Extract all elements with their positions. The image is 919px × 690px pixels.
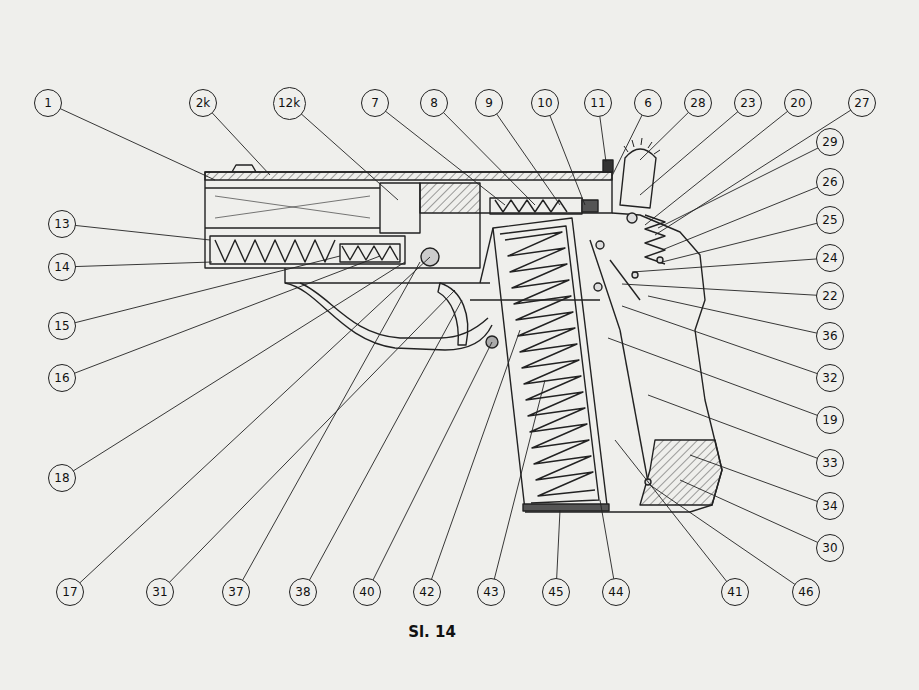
callout-number: 6	[644, 97, 652, 109]
callout-number: 33	[822, 457, 837, 469]
callout-circle: 26	[816, 168, 844, 196]
callout-number: 26	[822, 176, 837, 188]
callout-number: 18	[54, 472, 69, 484]
callout-number: 37	[228, 586, 243, 598]
callout-circle: 25	[816, 206, 844, 234]
callout-circle: 8	[420, 89, 448, 117]
callout-circle: 1	[34, 89, 62, 117]
callout-number: 13	[54, 218, 69, 230]
callout-number: 36	[822, 330, 837, 342]
callout-number: 19	[822, 414, 837, 426]
callout-number: 29	[822, 136, 837, 148]
callout-number: 12k	[278, 97, 300, 109]
callout-circle: 33	[816, 449, 844, 477]
callout-number: 10	[537, 97, 552, 109]
callout-circle: 41	[721, 578, 749, 606]
callout-circle: 27	[848, 89, 876, 117]
callout-number: 44	[608, 586, 623, 598]
callout-number: 24	[822, 252, 837, 264]
callout-circle: 24	[816, 244, 844, 272]
callout-number: 46	[798, 586, 813, 598]
callout-number: 32	[822, 372, 837, 384]
callout-number: 17	[62, 586, 77, 598]
callout-circle: 7	[361, 89, 389, 117]
callout-circle: 43	[477, 578, 505, 606]
callout-number: 31	[152, 586, 167, 598]
callout-circle: 10	[531, 89, 559, 117]
callout-circle: 37	[222, 578, 250, 606]
figure-caption: Sl. 14	[408, 623, 456, 641]
callout-number: 16	[54, 372, 69, 384]
callout-circle: 6	[634, 89, 662, 117]
callout-circle: 34	[816, 492, 844, 520]
callout-circle: 18	[48, 464, 76, 492]
callout-circle: 30	[816, 534, 844, 562]
callout-circle: 16	[48, 364, 76, 392]
callout-number: 11	[590, 97, 605, 109]
callout-number: 28	[690, 97, 705, 109]
callout-number: 30	[822, 542, 837, 554]
callout-number: 15	[54, 320, 69, 332]
callout-circle: 13	[48, 210, 76, 238]
callout-circle: 31	[146, 578, 174, 606]
callout-number: 38	[295, 586, 310, 598]
callout-circle: 46	[792, 578, 820, 606]
callout-number: 42	[419, 586, 434, 598]
callout-number: 41	[727, 586, 742, 598]
callout-circle: 44	[602, 578, 630, 606]
callout-number: 20	[790, 97, 805, 109]
callout-number: 27	[854, 97, 869, 109]
callout-number: 40	[359, 586, 374, 598]
callout-circle: 29	[816, 128, 844, 156]
callout-number: 23	[740, 97, 755, 109]
callout-number: 7	[371, 97, 379, 109]
callout-circle: 2k	[189, 89, 217, 117]
callout-number: 45	[548, 586, 563, 598]
callout-circle: 23	[734, 89, 762, 117]
callout-number: 25	[822, 214, 837, 226]
callout-circle: 19	[816, 406, 844, 434]
callout-circle: 38	[289, 578, 317, 606]
callout-circle: 14	[48, 253, 76, 281]
callout-number: 22	[822, 290, 837, 302]
callout-circle: 20	[784, 89, 812, 117]
callout-circle: 42	[413, 578, 441, 606]
callout-circle: 9	[475, 89, 503, 117]
callout-circle: 28	[684, 89, 712, 117]
callout-circle: 15	[48, 312, 76, 340]
callout-circle: 45	[542, 578, 570, 606]
callout-circle: 17	[56, 578, 84, 606]
callout-circle: 22	[816, 282, 844, 310]
callout-number: 9	[485, 97, 493, 109]
callout-number: 14	[54, 261, 69, 273]
callout-circle: 12k	[273, 87, 306, 120]
callout-number: 8	[430, 97, 438, 109]
callout-number: 43	[483, 586, 498, 598]
callout-number: 1	[44, 97, 52, 109]
callout-circle: 40	[353, 578, 381, 606]
leader-lines	[48, 103, 862, 592]
callout-circle: 32	[816, 364, 844, 392]
callout-number: 2k	[196, 97, 211, 109]
callout-circle: 11	[584, 89, 612, 117]
callout-circle: 36	[816, 322, 844, 350]
callout-number: 34	[822, 500, 837, 512]
